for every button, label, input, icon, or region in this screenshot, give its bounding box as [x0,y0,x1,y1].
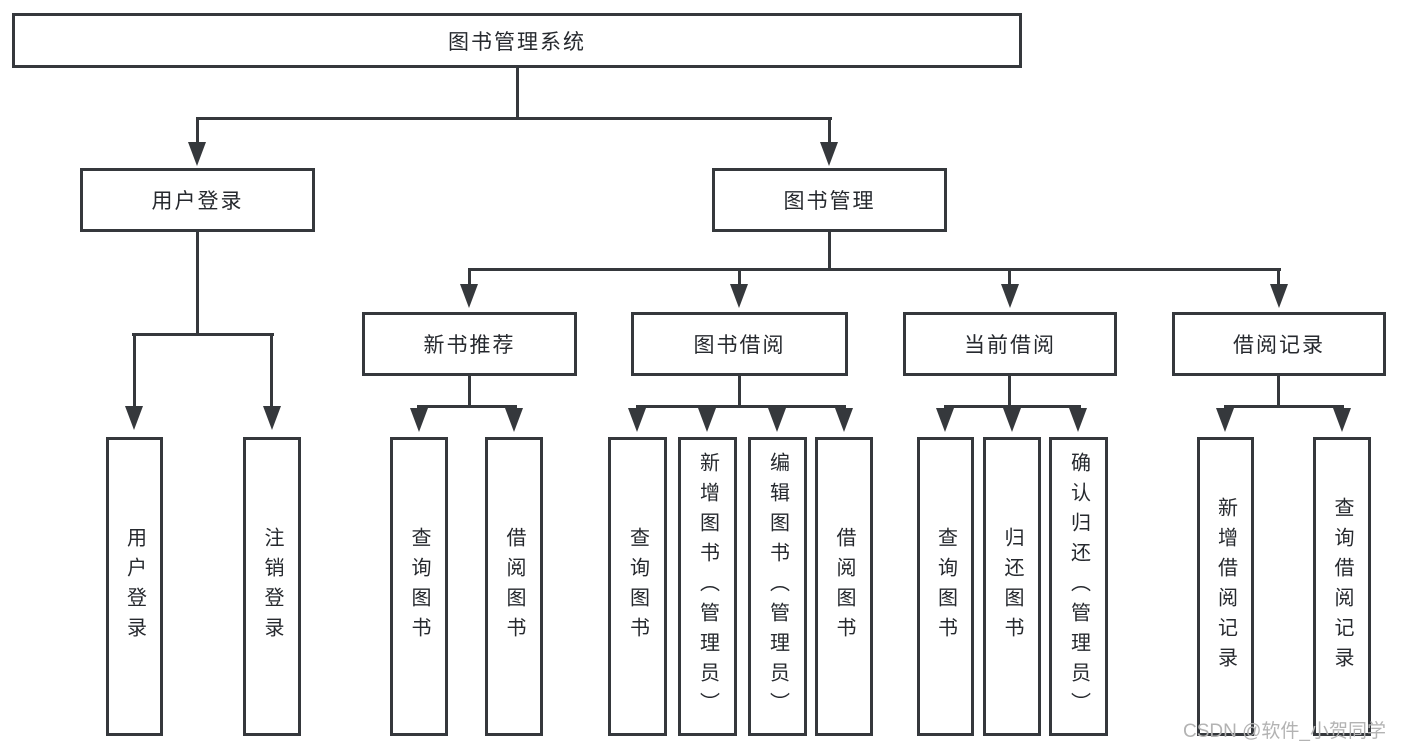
connector-records-hbar [1224,405,1344,408]
node-root-label: 图书管理系统 [448,30,586,54]
leaf-query-books-recommend-label: 查询图书 [408,526,430,647]
arrow-down-icon [835,408,853,432]
leaf-add-borrow-record-label: 新增借阅记录 [1214,496,1237,677]
node-book-management: 图书管理 [712,168,947,232]
arrow-down-icon [410,408,428,432]
leaf-query-borrow-record: 查询借阅记录 [1313,437,1371,736]
leaf-return-books-label: 归还图书 [1001,526,1023,647]
connector-book-mgmt-hbar [468,268,1281,271]
connector-current-hbar [944,405,1081,408]
leaf-edit-books-admin: 编辑图书（管理员） [748,437,807,736]
arrow-down-icon [1270,284,1288,308]
node-borrowing-records: 借阅记录 [1172,312,1386,376]
node-root: 图书管理系统 [12,13,1022,68]
leaf-query-books-borrowing: 查询图书 [608,437,667,736]
connector-book-mgmt-stem [828,232,831,271]
leaf-confirm-return-admin: 确认归还（管理员） [1049,437,1108,736]
leaf-return-books: 归还图书 [983,437,1041,736]
node-current-borrowing: 当前借阅 [903,312,1117,376]
connector-borrowing-hbar [636,405,846,408]
connector-current-stem [1008,376,1011,408]
leaf-query-borrow-record-label: 查询借阅记录 [1331,496,1353,677]
leaf-user-login: 用户登录 [106,437,163,736]
arrow-down-icon [768,408,786,432]
arrow-down-icon [820,142,838,166]
leaf-borrow-books-label: 借阅图书 [833,526,855,647]
node-new-book-recommend-label: 新书推荐 [423,334,516,357]
connector-root-hbar [196,117,832,120]
node-current-borrowing-label: 当前借阅 [964,334,1056,357]
leaf-query-books-current: 查询图书 [917,437,974,736]
leaf-add-books-admin-label: 新增图书（管理员） [696,451,719,722]
arrow-down-icon [1001,284,1019,308]
arrow-down-icon [460,284,478,308]
arrow-down-icon [188,142,206,166]
connector-user-login-drop-2 [270,333,273,408]
leaf-borrow-books-recommend: 借阅图书 [485,437,543,736]
leaf-borrow-books: 借阅图书 [815,437,873,736]
leaf-query-books-recommend: 查询图书 [390,437,448,736]
connector-recommend-hbar [417,405,517,408]
watermark: CSDN @软件_小贺同学 [1183,721,1386,742]
node-book-borrowing-label: 图书借阅 [693,334,786,357]
arrow-down-icon [1333,408,1351,432]
node-book-borrowing: 图书借阅 [631,312,848,376]
connector-user-login-stem [196,232,199,335]
arrow-down-icon [1069,408,1087,432]
connector-book-mgmt-drop-3 [1008,268,1011,286]
connector-user-login-hbar [132,333,274,336]
connector-borrowing-stem [738,376,741,408]
leaf-query-books-borrowing-label: 查询图书 [626,526,649,647]
connector-root-stem [516,68,519,118]
leaf-user-login-label: 用户登录 [123,526,146,647]
leaf-logout-label: 注销登录 [261,526,283,647]
arrow-down-icon [936,408,954,432]
node-user-login-label: 用户登录 [151,190,244,213]
connector-root-left-drop [196,117,199,144]
arrow-down-icon [125,406,143,430]
leaf-add-books-admin: 新增图书（管理员） [678,437,737,736]
arrow-down-icon [263,406,281,430]
arrow-down-icon [730,284,748,308]
arrow-down-icon [1003,408,1021,432]
connector-book-mgmt-drop-4 [1277,268,1280,286]
leaf-edit-books-admin-label: 编辑图书（管理员） [766,451,789,722]
arrow-down-icon [698,408,716,432]
connector-user-login-drop-1 [133,333,136,408]
node-book-management-label: 图书管理 [783,190,876,213]
leaf-add-borrow-record: 新增借阅记录 [1197,437,1254,736]
leaf-confirm-return-admin-label: 确认归还（管理员） [1067,451,1090,722]
connector-root-right-drop [828,117,831,144]
leaf-logout: 注销登录 [243,437,301,736]
leaf-borrow-books-recommend-label: 借阅图书 [503,526,525,647]
connector-records-stem [1277,376,1280,408]
arrow-down-icon [1216,408,1234,432]
node-new-book-recommend: 新书推荐 [362,312,577,376]
arrow-down-icon [505,408,523,432]
arrow-down-icon [628,408,646,432]
node-user-login: 用户登录 [80,168,315,232]
node-borrowing-records-label: 借阅记录 [1233,334,1325,357]
leaf-query-books-current-label: 查询图书 [934,526,957,647]
connector-book-mgmt-drop-2 [738,268,741,286]
connector-book-mgmt-drop-1 [468,268,471,286]
connector-recommend-stem [468,376,471,408]
